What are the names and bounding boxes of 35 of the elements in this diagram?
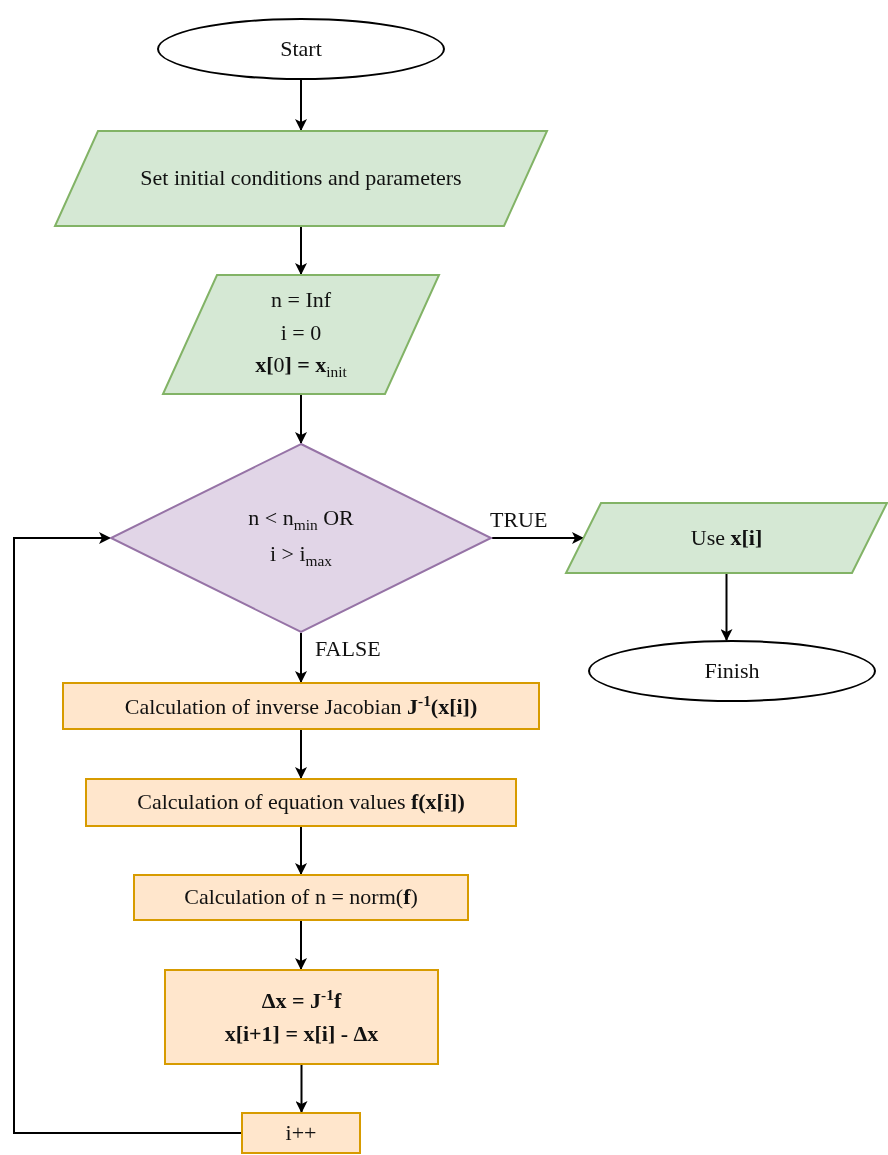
data-parallelogram [54,130,548,227]
arrow [295,394,307,444]
arrow [295,1064,308,1113]
node-text: Δx = J$^{-1}$f [261,986,342,1016]
arrow [295,226,307,275]
process-box [85,778,517,827]
arrow [295,79,307,131]
node-text: x[0] = x$_{init}$ [255,351,347,382]
node-text: n = Inf [270,287,332,314]
node-text: Set initial conditions and parameters [140,165,462,192]
arrow [13,532,242,1134]
node-text: x[i+1] = x[i] - Δx [224,1021,379,1048]
arrow [720,573,733,641]
arrow [295,920,307,970]
node-text: Calculation of equation values f(x[i]) [137,789,465,816]
process-box [241,1112,361,1154]
node-text: Use x[i] [690,524,763,552]
node-text: Finish [704,657,760,685]
node-text: Calculation of inverse Jacobian J$^{-1}$(x[i]) [124,691,478,721]
node-text: n < n$_{min}$ OR [248,505,354,535]
arrow [295,632,307,683]
node-text: i++ [285,1119,317,1147]
node-text: i > i$_{max}$ [269,541,333,571]
node-text: Start [280,35,322,63]
arrow [491,532,584,544]
decision-diamond [110,443,492,633]
arrow [295,826,307,875]
data-parallelogram [565,502,888,574]
process-box [164,969,439,1065]
node-text: i = 0 [280,319,322,346]
data-parallelogram [162,274,440,395]
arrow [295,729,307,779]
process-box [133,874,469,921]
node-text: Calculation of n = norm(f) [184,884,418,911]
process-box [62,682,540,730]
